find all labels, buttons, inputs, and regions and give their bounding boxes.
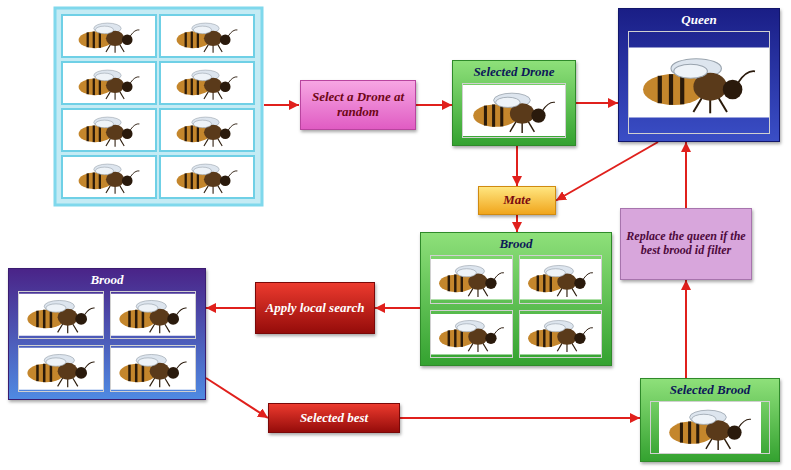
bee-figure — [439, 265, 504, 297]
drone-cells — [62, 15, 254, 198]
bee-figure — [79, 23, 140, 53]
process-box: Apply local search — [255, 282, 375, 334]
drone-cell — [62, 156, 156, 198]
box-label: Selected best — [300, 411, 368, 426]
bee-figure — [177, 164, 238, 194]
queen-box: Queen — [618, 8, 780, 142]
bee-picture — [520, 256, 601, 303]
bee-picture — [463, 84, 565, 137]
bee-figure — [643, 59, 755, 114]
drone-cell — [62, 15, 156, 57]
bee-picture — [111, 346, 195, 392]
bee-figure — [27, 354, 94, 387]
drone-box: Selected Drone — [452, 60, 576, 146]
bee-picture — [431, 311, 512, 358]
bee-picture — [431, 256, 512, 303]
box-title: Selected Drone — [453, 61, 575, 80]
brood-box: Brood — [8, 268, 206, 400]
box-label: Select a Drone at random — [306, 90, 410, 120]
bee-picture — [19, 346, 103, 392]
bee-figure — [528, 265, 593, 297]
box-title: Selected Brood — [641, 379, 779, 398]
flow-arrow — [576, 102, 618, 104]
flow-arrow — [375, 307, 420, 309]
bee-figure — [79, 70, 140, 100]
bee-figure — [473, 93, 555, 133]
pool-arrow — [264, 104, 299, 106]
box-title: Queen — [619, 9, 779, 28]
bee-picture — [520, 311, 601, 358]
bee-figure — [669, 410, 751, 450]
bee-figure — [119, 300, 186, 333]
brood-box: Brood — [420, 232, 612, 366]
box-title: Brood — [9, 269, 205, 288]
flow-arrow — [206, 378, 268, 418]
flow-arrow — [206, 307, 255, 309]
box-label: Replace the queen if the best brood id f… — [626, 230, 746, 258]
drone-cell — [160, 15, 254, 57]
drone-cell — [160, 109, 254, 151]
drone-cell — [62, 62, 156, 104]
process-box: Select a Drone at random — [300, 80, 416, 130]
bee-figure — [177, 117, 238, 147]
bee-figure — [439, 320, 504, 352]
flow-arrow — [516, 146, 518, 186]
bee-figure — [27, 300, 94, 333]
process-box: Replace the queen if the best brood id f… — [620, 208, 752, 280]
process-box: Mate — [478, 186, 556, 215]
bee-picture — [19, 292, 103, 338]
flow-arrow — [685, 142, 687, 208]
bee-picture — [651, 402, 769, 453]
flow-arrow — [685, 280, 687, 378]
bee-picture — [629, 32, 769, 133]
flow-arrow — [416, 104, 452, 106]
bee-figure — [79, 164, 140, 194]
bee-figure — [177, 23, 238, 53]
bee-picture — [111, 292, 195, 338]
box-title: Brood — [421, 233, 611, 252]
box-label: Mate — [503, 193, 530, 208]
drone-pool-box — [55, 8, 262, 205]
drone-cell — [160, 156, 254, 198]
bee-figure — [528, 320, 593, 352]
flow-arrow — [400, 417, 640, 419]
bee-figure — [79, 117, 140, 147]
bee-figure — [119, 354, 186, 387]
brood-box: Selected Brood — [640, 378, 780, 462]
bee-figure — [177, 70, 238, 100]
flow-arrow — [556, 142, 658, 201]
process-box: Selected best — [268, 403, 400, 433]
box-label: Apply local search — [266, 301, 365, 316]
flow-arrow — [516, 215, 518, 232]
drone-cell — [160, 62, 254, 104]
drone-cell — [62, 109, 156, 151]
